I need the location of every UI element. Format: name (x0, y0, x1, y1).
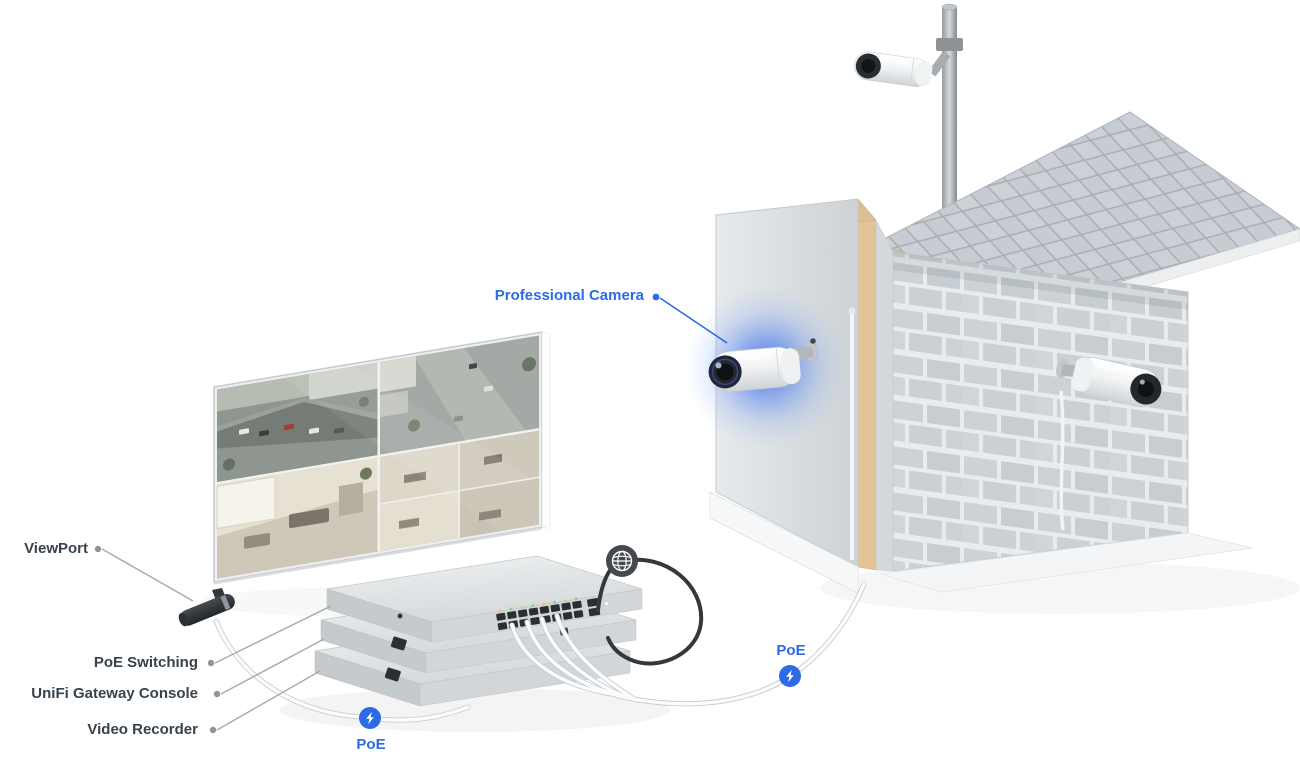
label-poe-switching: PoE Switching (93, 654, 198, 671)
label-professional-camera: Professional Camera (494, 287, 644, 304)
globe-icon (606, 545, 638, 577)
feed-street-2 (380, 335, 539, 456)
poe-switch-unit (326, 555, 643, 643)
wall-screw-dot (810, 338, 816, 344)
viewport-device (178, 588, 235, 627)
label-viewport: ViewPort (24, 540, 88, 557)
feed-office-1 (216, 457, 378, 579)
side-camera (1056, 357, 1162, 408)
camera-pole (936, 3, 963, 224)
label-poe-wall: PoE (776, 642, 806, 659)
cctv-monitor (213, 331, 551, 585)
label-unifi-gateway-console: UniFi Gateway Console (31, 685, 198, 702)
professional-camera-illustration (708, 341, 818, 392)
feed-office-grid (380, 430, 539, 552)
leader-lines (101, 548, 332, 731)
feed-street-1 (217, 362, 378, 483)
side-camera-cable (1059, 390, 1065, 531)
label-poe-stack: PoE (356, 736, 386, 753)
pole-camera (854, 51, 951, 87)
port-led-lights (498, 597, 578, 613)
label-video-recorder: Video Recorder (87, 721, 198, 738)
lightning-bolt-icon-wall (779, 665, 801, 687)
building-base (879, 532, 1253, 593)
label-dots (94, 545, 221, 734)
poe-cable-viewport (213, 618, 471, 723)
brick-wall (892, 251, 1189, 572)
leader-line-professional-camera (659, 297, 728, 344)
label-dot-professional-camera (652, 293, 660, 301)
lightning-bolt-icon-stack (359, 707, 381, 729)
